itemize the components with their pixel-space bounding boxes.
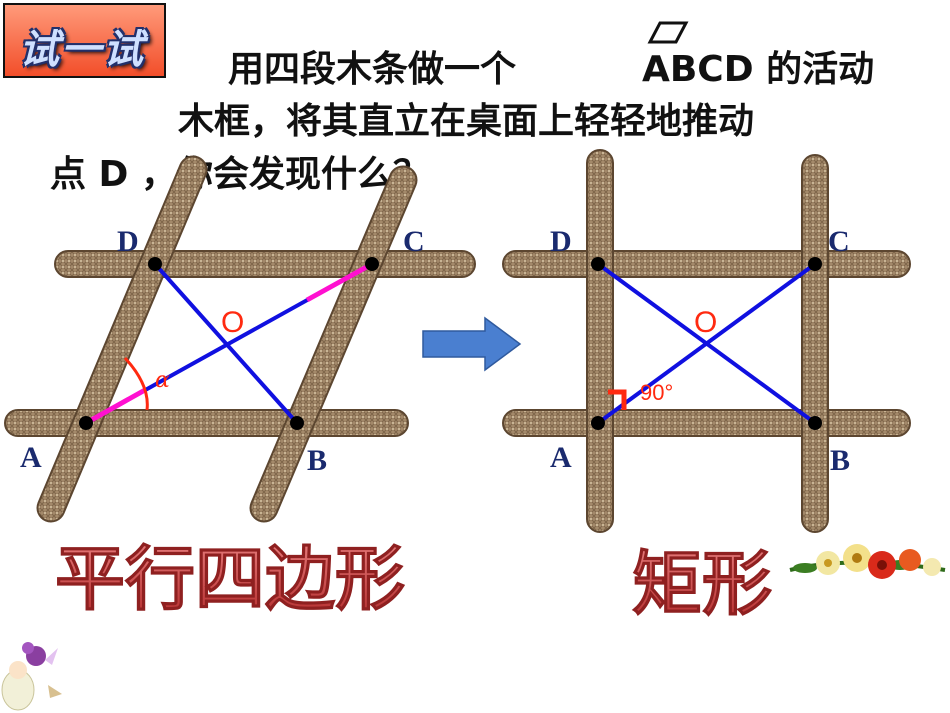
flower-decoration-icon	[789, 544, 946, 579]
right-diagonal-ac	[596, 262, 817, 425]
right-caption: 矩形	[632, 542, 772, 625]
right-label-a: A	[550, 441, 572, 474]
fairy-decoration-icon	[1, 642, 62, 711]
left-left-strip	[38, 157, 206, 521]
parallelogram-icon	[647, 21, 689, 44]
left-highlight-oc	[305, 261, 374, 303]
right-right-strip	[801, 154, 829, 533]
right-point-c	[808, 257, 822, 271]
question-line3: 点 D ，你会发现什么？	[50, 154, 429, 195]
left-point-d	[148, 257, 162, 271]
question-part2: ABCD 的活动	[642, 49, 875, 90]
left-point-b	[290, 416, 304, 430]
badge-label: 试一试	[19, 27, 145, 73]
right-label-o: O	[694, 306, 717, 339]
right-label-c: C	[828, 225, 850, 258]
left-point-a	[79, 416, 93, 430]
question-line2: 木框，将其直立在桌面上轻轻地推动	[178, 101, 755, 142]
right-left-strip	[586, 149, 614, 533]
right-label-d: D	[550, 225, 572, 258]
right-point-a	[591, 416, 605, 430]
right-point-d	[591, 257, 605, 271]
left-label-b: B	[307, 444, 327, 477]
right-label-b: B	[830, 444, 850, 477]
left-right-strip	[251, 167, 416, 521]
left-caption: 平行四边形	[55, 537, 405, 620]
left-bottom-strip	[4, 409, 409, 437]
right-angle-mark	[608, 389, 627, 410]
question-part1: 用四段木条做一个	[228, 49, 517, 90]
left-label-a: A	[20, 441, 42, 474]
left-highlight-ao	[84, 387, 147, 426]
right-bottom-strip	[502, 409, 911, 437]
arrow-right-icon	[422, 316, 522, 372]
left-label-d: D	[117, 225, 139, 258]
right-point-b	[808, 416, 822, 430]
left-label-o: O	[221, 306, 244, 339]
left-point-c	[365, 257, 379, 271]
right-angle-label: 90°	[640, 380, 673, 405]
left-angle-arc	[123, 356, 149, 411]
left-angle-label: α	[155, 368, 170, 393]
try-it-badge: 试一试	[3, 3, 166, 78]
left-label-c: C	[403, 225, 425, 258]
